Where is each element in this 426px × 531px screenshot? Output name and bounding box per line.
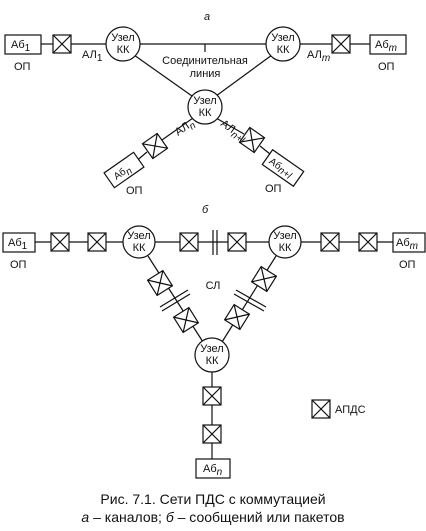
line-node-right-node-bottom — [215, 54, 273, 97]
subscriber-n-box — [103, 151, 145, 189]
sl-label: СЛ — [206, 280, 221, 292]
op-label-m: ОП — [399, 259, 416, 271]
line-node-left-node-bottom — [147, 255, 204, 343]
link-label-line-2: линия — [190, 68, 221, 80]
diagram-a: а Аб1 ОП АЛ1 Узел КК Узел КК АЛm Абm ОП — [4, 11, 407, 197]
apds-icon — [227, 232, 247, 252]
line-node-bottom-apds-nl — [215, 117, 245, 135]
apds-icon — [146, 269, 174, 297]
subscriber-nl-box — [261, 148, 305, 188]
node-kk-bottom-label-2: КК — [199, 107, 212, 119]
link-label-line-1: Соединительная — [162, 55, 248, 67]
apds-icon — [141, 132, 169, 160]
subscriber-m-label: Абm — [375, 39, 397, 54]
line-node-right-node-bottom — [221, 255, 277, 343]
node-kk-left-label-1: Узел — [127, 230, 150, 242]
subscriber-n-label: Абn — [111, 162, 135, 185]
op-label-m: ОП — [378, 61, 395, 73]
node-kk-bottom — [187, 89, 223, 125]
diagram-b-letter: б — [202, 204, 209, 216]
subscriber-n-box — [195, 458, 231, 479]
node-kk-bottom-label-1: Узел — [200, 343, 223, 355]
legend-label: АПДС — [335, 404, 366, 416]
subscriber-m-box — [392, 232, 426, 253]
node-kk-bottom-label-2: КК — [206, 355, 219, 367]
apds-icon — [202, 386, 222, 406]
apds-icon — [179, 232, 199, 252]
apds-icon — [50, 232, 70, 252]
node-kk-bottom-label-1: Узел — [193, 95, 216, 107]
diagram-a-letter: а — [204, 11, 210, 23]
line-node-left-node-bottom — [133, 54, 193, 97]
subscriber-nl: Абn+l — [261, 148, 305, 188]
subscriber-1-label: Аб1 — [8, 237, 28, 252]
subscriber-1-box — [2, 232, 36, 253]
op-label-nl: ОП — [265, 183, 282, 195]
subscriber-m-label: Абm — [396, 237, 418, 252]
apds-icon — [87, 232, 107, 252]
node-kk-left-label-1: Узел — [111, 32, 134, 44]
link-separator-left — [161, 293, 191, 312]
subscriber-1-box — [4, 34, 42, 55]
node-kk-left — [105, 26, 141, 62]
node-kk-right-label-2: КК — [279, 242, 292, 254]
node-kk-right-label-2: КК — [277, 44, 290, 56]
diagram-b: б Аб1 ОП Узел КК Узел КК Абm ОП — [2, 204, 426, 479]
apds-icon — [331, 34, 351, 54]
op-label-1: ОП — [10, 259, 27, 271]
subscriber-n: Абn — [103, 151, 145, 189]
link-separator-left — [159, 289, 189, 308]
apds-icon — [52, 34, 72, 54]
node-kk-right-label-1: Узел — [271, 32, 294, 44]
op-label-n: ОП — [126, 185, 143, 197]
caption-line-2: а – каналов; б – сообщений или пакетов — [81, 509, 344, 525]
apds-icon — [358, 232, 378, 252]
node-kk-left-label-2: КК — [133, 242, 146, 254]
node-kk-right — [268, 225, 302, 259]
subscriber-n-label: Абn — [203, 463, 223, 478]
al-m-label: АЛm — [307, 49, 330, 64]
subscriber-m-box — [369, 34, 407, 55]
line-node-bottom-apds-n — [161, 117, 194, 141]
apds-icon — [250, 265, 278, 293]
legend-apds-icon — [311, 399, 331, 419]
node-kk-right — [265, 26, 301, 62]
node-kk-left-label-2: КК — [117, 44, 130, 56]
op-label-1: ОП — [14, 61, 31, 73]
subscriber-1-label: Аб1 — [11, 39, 31, 54]
caption-line-1: Рис. 7.1. Сети ПДС с коммутацией — [100, 491, 325, 507]
line-apds-abnl — [259, 145, 271, 155]
apds-icon — [202, 424, 222, 444]
node-kk-left — [122, 225, 156, 259]
link-separator-right — [233, 293, 265, 312]
link-separator-right — [235, 289, 267, 308]
apds-icon — [223, 303, 251, 331]
al-1-label: АЛ1 — [82, 49, 103, 64]
apds-icon — [320, 232, 340, 252]
figure-caption: Рис. 7.1. Сети ПДС с коммутацией а – кан… — [81, 491, 344, 525]
node-kk-right-label-1: Узел — [273, 230, 296, 242]
